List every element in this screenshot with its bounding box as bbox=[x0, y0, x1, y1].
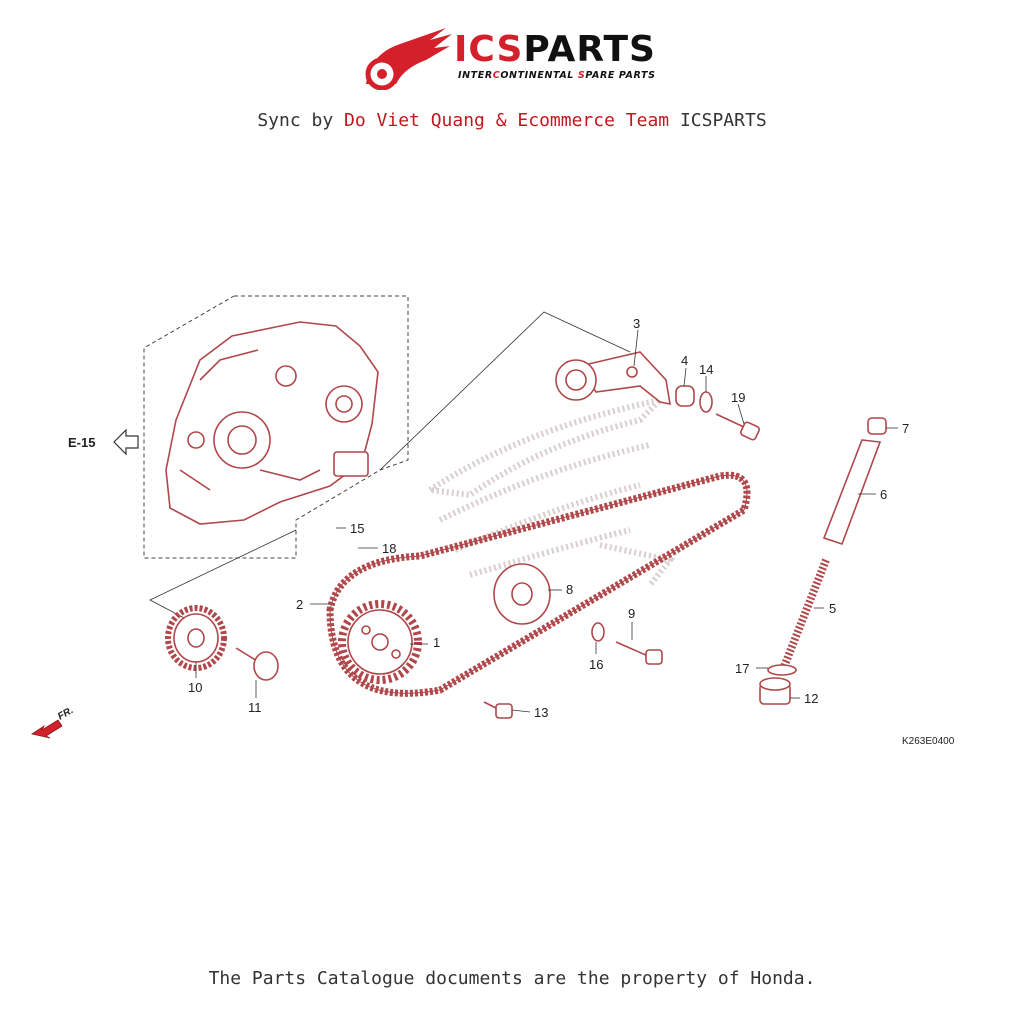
callout-4: 4 bbox=[681, 353, 688, 368]
callout-2: 2 bbox=[296, 597, 303, 612]
tensioner-tube-part bbox=[822, 439, 882, 546]
collar-part bbox=[675, 385, 695, 407]
sync-author: Do Viet Quang & Ecommerce Team bbox=[344, 110, 670, 131]
ref-arrow-icon bbox=[113, 428, 139, 456]
roller-washer-part bbox=[591, 622, 605, 642]
callout-leaders bbox=[195, 329, 898, 713]
tagline-part: C bbox=[492, 70, 501, 81]
callout-10: 10 bbox=[188, 680, 202, 695]
brand-name-ics: ICS bbox=[454, 29, 524, 70]
callout-8: 8 bbox=[566, 582, 573, 597]
drawing-code: K263E0400 bbox=[902, 736, 955, 747]
chain-guide-roller-part bbox=[493, 563, 551, 625]
cam-chain-part bbox=[326, 471, 751, 697]
callout-11: 11 bbox=[248, 700, 262, 715]
callout-1: 1 bbox=[433, 635, 440, 650]
callout-numbers: 1 2 3 4 5 6 7 8 9 10 11 12 13 14 15 16 1… bbox=[188, 316, 909, 720]
callout-5: 5 bbox=[829, 601, 836, 616]
bolt-part bbox=[715, 413, 761, 441]
washer-part bbox=[699, 391, 713, 413]
callout-17: 17 bbox=[735, 661, 749, 676]
callout-12: 12 bbox=[804, 691, 818, 706]
callout-7: 7 bbox=[902, 421, 909, 436]
brand-name: ICSPARTS bbox=[454, 30, 656, 70]
timing-sprocket-part bbox=[165, 605, 227, 671]
sealing-bolt-part bbox=[759, 677, 791, 705]
callout-15: 15 bbox=[350, 521, 364, 536]
tensioner-cap-part bbox=[867, 417, 887, 435]
callout-18: 18 bbox=[382, 541, 396, 556]
crankcase-boundary bbox=[143, 295, 409, 559]
honda-wing-watermark bbox=[421, 394, 676, 587]
tensioner-spring-part bbox=[778, 558, 830, 674]
footer-copyright: The Parts Catalogue documents are the pr… bbox=[208, 968, 816, 989]
tagline-part: PARE PARTS bbox=[585, 70, 656, 81]
front-direction-arrow-icon: FR. bbox=[30, 705, 75, 739]
leader-line bbox=[379, 311, 631, 471]
callout-13: 13 bbox=[534, 705, 548, 720]
roller-bolt-part bbox=[615, 641, 663, 665]
ref-e15-label: E-15 bbox=[68, 435, 95, 450]
sync-credit: Sync by Do Viet Quang & Ecommerce Team I… bbox=[0, 110, 1024, 131]
brand-logo-wing-icon bbox=[365, 28, 452, 90]
callout-3: 3 bbox=[633, 316, 640, 331]
sync-suffix: ICSPARTS bbox=[669, 110, 767, 131]
callout-16: 16 bbox=[589, 657, 603, 672]
callout-9: 9 bbox=[628, 606, 635, 621]
tensioner-bracket-part bbox=[555, 351, 671, 406]
brand-name-parts: PARTS bbox=[523, 29, 656, 70]
tagline-part: S bbox=[577, 70, 586, 81]
cam-sprocket-part bbox=[338, 600, 422, 684]
leader-line bbox=[149, 529, 297, 621]
front-label: FR. bbox=[56, 705, 75, 723]
sync-prefix: Sync by bbox=[257, 110, 345, 131]
crankcase-part bbox=[165, 321, 379, 525]
callout-19: 19 bbox=[731, 390, 745, 405]
sealing-washer-part bbox=[767, 664, 797, 676]
callout-6: 6 bbox=[880, 487, 887, 502]
tagline-part: INTER bbox=[458, 70, 493, 81]
special-bolt-part bbox=[235, 647, 279, 681]
brand-tagline: INTERCONTINENTAL SPARE PARTS bbox=[458, 70, 656, 81]
tagline-part: ONTINENTAL bbox=[500, 70, 578, 81]
sprocket-bolt-part bbox=[483, 701, 513, 719]
callout-14: 14 bbox=[699, 362, 713, 377]
